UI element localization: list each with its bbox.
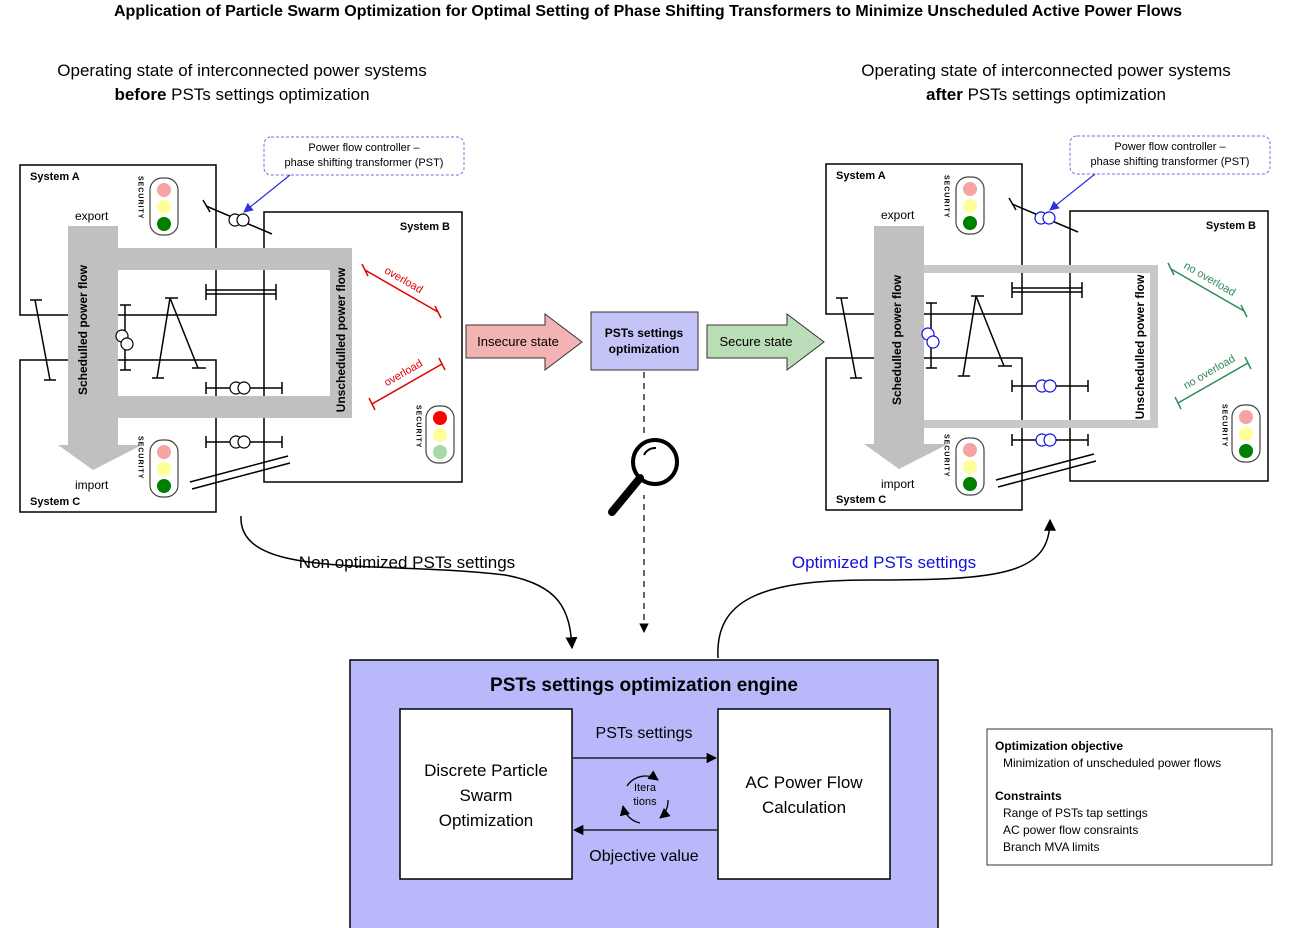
before-pst-callout — [263, 136, 465, 176]
after-unscheduled-label: Unschedulled power flow — [1133, 274, 1147, 419]
before-system-c-label: System C — [30, 496, 80, 508]
before-security-label-a: SECURITY — [137, 176, 144, 219]
after-pst-callout — [1069, 135, 1271, 175]
after-heading-line2: after PSTs settings optimization — [926, 85, 1166, 104]
objective-heading: Optimization objective — [995, 739, 1123, 753]
objective-constraints-legend: Optimization objective Minimization of u… — [986, 728, 1273, 866]
secure-state-label: Secure state — [720, 334, 793, 349]
before-overload-lines — [361, 263, 446, 411]
dpso-line1: Discrete Particle — [424, 761, 548, 780]
before-security-label-b: SECURITY — [415, 405, 422, 448]
before-import-label: import — [75, 478, 109, 492]
before-heading-line1: Operating state of interconnected power … — [57, 61, 426, 80]
before-system-b-label: System B — [400, 221, 450, 233]
after-security-label-a: SECURITY — [943, 175, 950, 218]
iterations-line2: tions — [633, 796, 657, 808]
before-heading-rest: PSTs settings optimization — [166, 85, 369, 104]
objective-value-label: Objective value — [589, 848, 698, 865]
engine-title: PSTs settings optimization engine — [490, 675, 798, 696]
after-no-overload-lines — [1167, 262, 1252, 410]
legend-box — [986, 728, 1273, 866]
after-heading-rest: PSTs settings optimization — [963, 85, 1166, 104]
dpso-line3: Optimization — [439, 811, 533, 830]
after-system-a-label: System A — [836, 170, 886, 182]
optimization-engine: PSTs settings optimization engine Discre… — [349, 659, 939, 928]
before-traffic-light-c — [149, 439, 179, 498]
objective-item: Minimization of unscheduled power flows — [1003, 756, 1221, 770]
after-traffic-light-a — [955, 176, 985, 235]
secure-state-arrow — [706, 312, 825, 372]
after-system-c-label: System C — [836, 494, 886, 506]
before-unscheduled-label: Unschedulled power flow — [334, 267, 348, 412]
insecure-state-label: Insecure state — [477, 334, 559, 349]
before-scheduled-label: Schedulled power flow — [76, 264, 90, 395]
after-heading-bold: after — [926, 85, 963, 104]
after-export-label: export — [881, 208, 915, 222]
constraint-item: AC power flow consraints — [1003, 823, 1138, 837]
after-system-b-label: System B — [1206, 220, 1256, 232]
after-heading-line1: Operating state of interconnected power … — [861, 61, 1230, 80]
ac-powerflow-line1: AC Power Flow — [745, 773, 863, 792]
before-callout-pointer — [243, 174, 291, 213]
after-security-label-c: SECURITY — [943, 434, 950, 477]
before-pst-symbols — [115, 213, 251, 449]
after-security-label-b: SECURITY — [1221, 404, 1228, 447]
before-traffic-light-a — [149, 177, 179, 236]
after-pst-symbols — [921, 211, 1057, 447]
before-heading-line2: before PSTs settings optimization — [114, 85, 369, 104]
constraint-item: Branch MVA limits — [1003, 840, 1099, 854]
before-callout-line1: Power flow controller – — [308, 142, 420, 154]
before-export-label: export — [75, 209, 109, 223]
after-callout-line2: phase shifting transformer (PST) — [1091, 156, 1250, 168]
iterations-cycle-icon — [619, 770, 671, 824]
after-import-label: import — [881, 477, 915, 491]
iterations-line1: Itera — [634, 782, 657, 794]
dpso-box[interactable] — [399, 708, 573, 880]
non-optimized-curve — [240, 515, 578, 650]
pst-optimization-line1: PSTs settings — [605, 326, 684, 340]
before-callout-line2: phase shifting transformer (PST) — [285, 157, 444, 169]
middle-section: Insecure state PSTs settings optimizatio… — [465, 311, 825, 633]
dpso-line2: Swarm — [460, 786, 513, 805]
after-scheduled-arrow — [864, 226, 948, 469]
after-callout-line1: Power flow controller – — [1114, 141, 1226, 153]
pst-optimization-box[interactable] — [590, 311, 699, 371]
optimized-curve — [717, 518, 1056, 659]
before-security-label-c: SECURITY — [137, 436, 144, 479]
after-scheduled-label: Schedulled power flow — [890, 274, 904, 405]
after-traffic-light-c — [955, 437, 985, 496]
constraints-heading: Constraints — [995, 789, 1062, 803]
pst-settings-label: PSTs settings — [596, 725, 693, 742]
after-panel: Operating state of interconnected power … — [825, 61, 1271, 511]
pst-optimization-line2: optimization — [609, 342, 680, 356]
before-system-a-label: System A — [30, 171, 80, 183]
after-callout-pointer — [1049, 173, 1096, 211]
insecure-state-arrow — [465, 312, 583, 372]
non-optimized-label: Non optimized PSTs settings — [299, 553, 515, 572]
before-panel: Operating state of interconnected power … — [19, 61, 465, 513]
before-heading-bold: before — [114, 85, 166, 104]
constraint-item: Range of PSTs tap settings — [1003, 806, 1148, 820]
before-network-lines — [30, 199, 291, 490]
before-traffic-light-b — [425, 405, 455, 464]
after-traffic-light-b — [1231, 404, 1261, 463]
page-title: Application of Particle Swarm Optimizati… — [114, 3, 1182, 20]
magnifier-icon — [608, 435, 679, 516]
ac-powerflow-line2: Calculation — [762, 798, 846, 817]
ac-powerflow-box[interactable] — [717, 708, 891, 880]
before-scheduled-arrow — [58, 226, 142, 470]
optimized-label: Optimized PSTs settings — [792, 553, 976, 572]
